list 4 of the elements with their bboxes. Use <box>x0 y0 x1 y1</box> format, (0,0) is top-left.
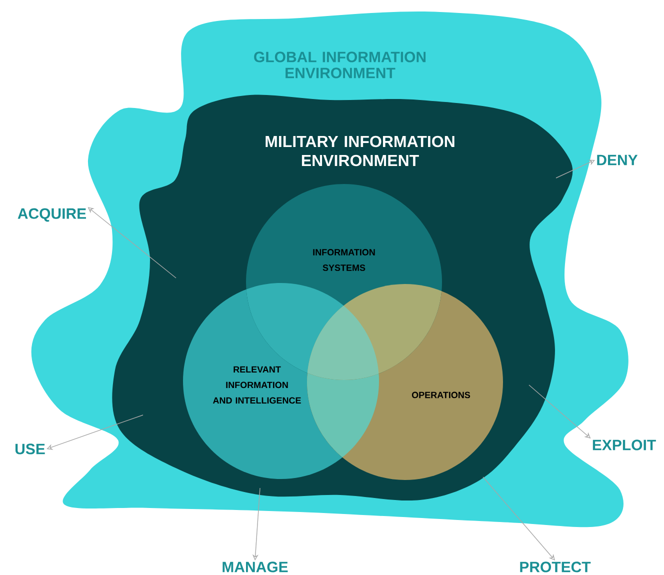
action-label: MANAGE <box>222 562 288 572</box>
action-label: PROTECT <box>520 562 591 572</box>
arrow <box>556 160 595 178</box>
arrow <box>482 476 555 560</box>
